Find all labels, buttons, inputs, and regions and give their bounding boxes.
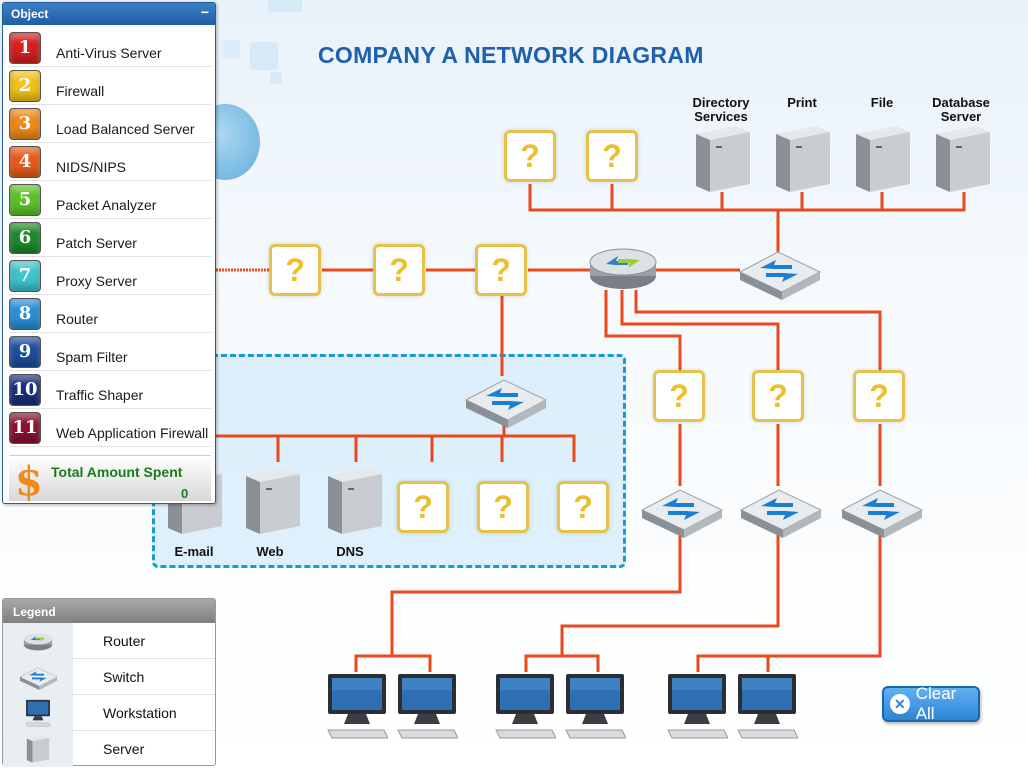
object-item[interactable]: 10 Traffic Shaper — [9, 371, 211, 409]
dropzone-branch-1[interactable]: ? — [653, 370, 705, 422]
dropzone-top-2[interactable]: ? — [586, 130, 638, 182]
legend-row: Workstation — [3, 694, 215, 731]
server-label-directory: Directory Services — [692, 95, 750, 124]
object-item[interactable]: 4 NIDS/NIPS — [9, 143, 211, 181]
object-item[interactable]: 8 Router — [9, 295, 211, 333]
total-amount-label: Total Amount Spent — [51, 464, 183, 480]
workstation-icon — [495, 674, 556, 739]
object-number-badge: 10 — [9, 373, 41, 406]
dropzone-branch-3[interactable]: ? — [853, 370, 905, 422]
object-number-badge: 5 — [9, 183, 41, 216]
object-number-badge: 8 — [9, 297, 41, 330]
legend-row: Server — [3, 731, 215, 767]
workstation-icon — [397, 674, 458, 739]
object-item[interactable]: 9 Spam Filter — [9, 333, 211, 371]
object-label: Firewall — [56, 82, 105, 99]
object-label: NIDS/NIPS — [56, 158, 127, 175]
object-label: Patch Server — [56, 234, 137, 251]
switch-icon — [738, 251, 822, 300]
dollar-icon: $ — [15, 458, 43, 505]
server-label-file: File — [870, 95, 894, 110]
dropzone-dmz-2[interactable]: ? — [477, 481, 529, 533]
server-icon — [328, 468, 382, 534]
object-item[interactable]: 6 Patch Server — [9, 219, 211, 257]
server-icon — [26, 735, 50, 763]
object-number-badge: 7 — [9, 259, 41, 292]
object-label: Load Balanced Server — [56, 120, 195, 137]
server-icon — [776, 126, 830, 192]
dropzone-dmz-3[interactable]: ? — [557, 481, 609, 533]
server-label-dns: DNS — [336, 544, 364, 559]
legend-label: Router — [103, 632, 146, 649]
switch-icon — [19, 666, 58, 690]
dropzone-branch-2[interactable]: ? — [752, 370, 804, 422]
switch-icon — [464, 379, 548, 428]
legend-label: Server — [103, 741, 145, 757]
object-label: Traffic Shaper — [56, 386, 144, 403]
object-number-badge: 9 — [9, 335, 41, 368]
server-label-database: Database Server — [932, 95, 990, 124]
router-icon — [23, 632, 53, 650]
object-label: Web Application Firewall — [56, 424, 209, 441]
legend-label: Switch — [103, 668, 145, 685]
close-icon: ✕ — [890, 694, 910, 714]
switch-icon — [739, 489, 823, 538]
dropzone-top-1[interactable]: ? — [504, 130, 556, 182]
object-list: 1 Anti-Virus Server 2 Firewall 3 Load Balan… — [3, 25, 215, 447]
server-icon — [856, 126, 910, 192]
server-icon — [936, 126, 990, 192]
legend-row: Router — [3, 622, 215, 659]
legend-label: Workstation — [103, 704, 177, 721]
workstation-icon — [737, 674, 798, 739]
dropzone-main-3[interactable]: ? — [475, 244, 527, 296]
dropzone-dmz-1[interactable]: ? — [397, 481, 449, 533]
total-amount-value: 0 — [181, 486, 189, 501]
server-icon — [696, 126, 750, 192]
legend-panel: Legend Router Switch Workstation Server — [2, 598, 216, 767]
object-label: Packet Analyzer — [56, 196, 157, 213]
object-number-badge: 1 — [9, 31, 41, 64]
workstation-icon — [25, 699, 52, 726]
object-number-badge: 6 — [9, 221, 41, 254]
server-icon — [246, 468, 300, 534]
object-item[interactable]: 11 Web Application Firewall — [9, 409, 211, 447]
object-label: Proxy Server — [56, 272, 137, 289]
page-title: COMPANY A NETWORK DIAGRAM — [318, 42, 704, 68]
switch-icon — [640, 489, 724, 538]
object-label: Anti-Virus Server — [56, 44, 162, 61]
object-item[interactable]: 2 Firewall — [9, 67, 211, 105]
server-label-print: Print — [787, 95, 817, 110]
server-label-web: Web — [256, 544, 284, 559]
clear-all-button[interactable]: ✕ Clear All — [882, 684, 980, 723]
router-icon — [589, 248, 657, 289]
object-number-badge: 3 — [9, 107, 41, 140]
legend-title: Legend — [3, 599, 215, 623]
legend-row: Switch — [3, 658, 215, 695]
object-number-badge: 4 — [9, 145, 41, 178]
object-label: Spam Filter — [56, 348, 128, 365]
server-label-email: E-mail — [174, 544, 214, 559]
object-panel-title: Object — [11, 7, 49, 21]
workstation-icon — [565, 674, 626, 739]
object-item[interactable]: 5 Packet Analyzer — [9, 181, 211, 219]
object-number-badge: 2 — [9, 69, 41, 102]
switch-icon — [840, 489, 924, 538]
total-amount-box: $ Total Amount Spent 0 — [9, 455, 211, 505]
clear-all-label: Clear All — [915, 684, 957, 723]
object-label: Router — [56, 310, 99, 327]
object-panel-header: Object − — [3, 3, 215, 25]
workstation-icon — [327, 674, 388, 739]
object-number-badge: 11 — [9, 411, 41, 444]
dropzone-main-1[interactable]: ? — [269, 244, 321, 296]
collapse-icon[interactable]: − — [200, 4, 209, 20]
object-item[interactable]: 3 Load Balanced Server — [9, 105, 211, 143]
workstation-icon — [667, 674, 728, 739]
object-item[interactable]: 1 Anti-Virus Server — [9, 29, 211, 67]
dropzone-main-2[interactable]: ? — [373, 244, 425, 296]
object-item[interactable]: 7 Proxy Server — [9, 257, 211, 295]
